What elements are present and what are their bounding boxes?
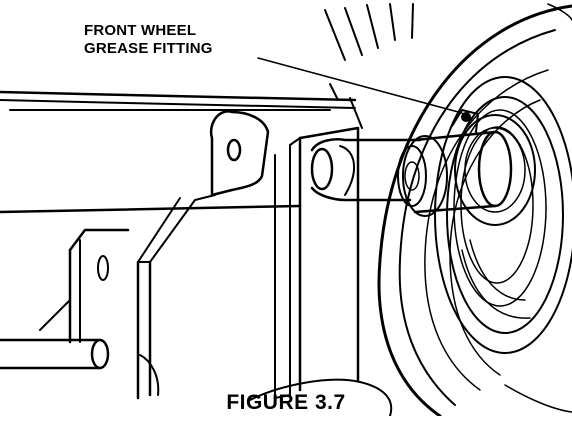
callout-label-line2: GREASE FITTING — [84, 40, 213, 57]
pivot-tube — [310, 138, 422, 202]
wheel-hub — [434, 76, 572, 354]
callout-label-line1: FRONT WHEEL — [84, 22, 197, 39]
axle-spindle — [397, 109, 513, 217]
lower-shaft — [0, 338, 160, 396]
grease-fitting — [461, 112, 471, 122]
linkage — [136, 110, 270, 400]
figure-caption: FIGURE 3.7 — [226, 391, 346, 414]
lower-shadow — [249, 378, 393, 417]
frame-rails — [0, 83, 363, 214]
leader-line — [257, 57, 463, 114]
deck-plate — [274, 126, 360, 399]
lower-bracket — [39, 228, 130, 344]
